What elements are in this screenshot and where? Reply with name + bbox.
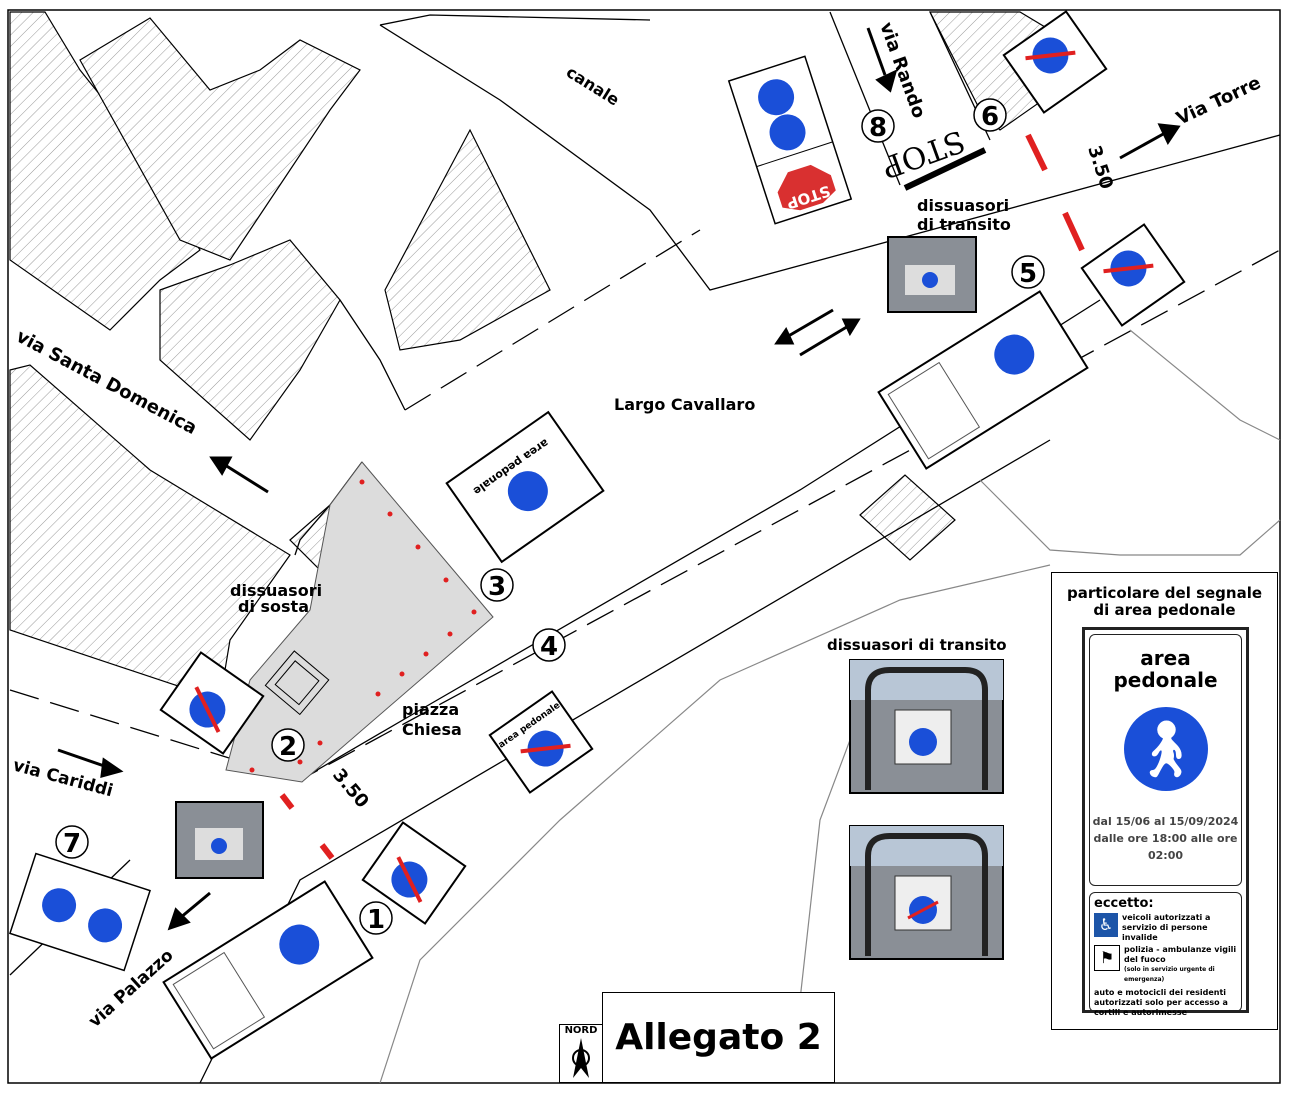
- detail-panel: particolare del segnale di area pedonale…: [1051, 572, 1278, 1030]
- marker-3: 3: [480, 568, 514, 602]
- label-dissuasori-transito-2: di transito: [917, 215, 1011, 234]
- barriers: [279, 133, 1085, 860]
- marker-2: 2: [271, 728, 305, 762]
- canal-lines: [379, 329, 1281, 1084]
- sign-end-area-2: [159, 651, 265, 755]
- sign-area-pedonale-1: [162, 880, 374, 1060]
- sign-dates: dal 15/06 al 15/09/2024 dalle ore 18:00 …: [1092, 815, 1239, 862]
- sign-title: area pedonale: [1113, 646, 1218, 692]
- label-dissuasori-transito-1: dissuasori: [917, 196, 1009, 215]
- photo-barrier-area-pedonale: [849, 659, 1004, 794]
- pedestrian-icon: 🚶︎: [1123, 707, 1208, 791]
- sign-direction-stop-8: STOP: [727, 55, 853, 225]
- allegato-title: Allegato 2: [602, 992, 835, 1083]
- fountain: [264, 650, 330, 716]
- sign-direction-7: [9, 852, 151, 972]
- svg-text:5: 5: [1019, 259, 1037, 289]
- label-dissuasori-sosta-1: dissuasori: [230, 581, 322, 600]
- svg-text:1: 1: [367, 905, 385, 935]
- sign-exceptions: eccetto: ♿veicoli autorizzati a servizio…: [1089, 892, 1242, 1017]
- area-pedonale-sign-detail: area pedonale 🚶︎ dal 15/06 al 15/09/2024…: [1082, 627, 1249, 1017]
- sign-end-area-6: [1002, 10, 1108, 114]
- svg-text:7: 7: [63, 829, 81, 859]
- marker-8: 8: [861, 109, 895, 143]
- numbered-markers: 1 2 3 4 5 6 7 8: [55, 98, 1045, 935]
- buildings: [9, 11, 1102, 701]
- wheelchair-icon: ♿: [1094, 913, 1118, 937]
- label-dissuasori-photos: dissuasori di transito: [827, 636, 1007, 654]
- svg-text:2: 2: [279, 732, 297, 762]
- sign-end-area-5: [1080, 223, 1186, 327]
- marker-4: 4: [532, 628, 566, 662]
- emergency-icon: ⚑: [1094, 945, 1120, 971]
- svg-text:8: 8: [869, 113, 887, 143]
- photo-barrier-left: [175, 801, 264, 879]
- stop-line: [903, 147, 987, 191]
- sign-end-area-1: [361, 821, 467, 925]
- label-dissuasori-sosta-2: di sosta: [238, 597, 309, 616]
- bollards: [249, 479, 477, 773]
- label-largo-cavallaro: Largo Cavallaro: [614, 395, 755, 414]
- photo-barrier-top: [887, 236, 977, 313]
- marker-6: 6: [973, 98, 1007, 132]
- direction-arrows: [57, 27, 1181, 931]
- detail-panel-title: particolare del segnale di area pedonale: [1066, 584, 1263, 619]
- svg-text:4: 4: [540, 632, 558, 662]
- sign-end-area-4: area pedonale: [488, 690, 594, 794]
- north-indicator: NORD: [559, 1024, 603, 1083]
- marker-7: 7: [55, 825, 89, 859]
- north-arrow-icon: [572, 1038, 590, 1078]
- marker-5: 5: [1011, 255, 1045, 289]
- photo-barrier-fine-area: [849, 825, 1004, 960]
- label-chiesa: Chiesa: [402, 720, 462, 739]
- svg-text:6: 6: [981, 102, 999, 132]
- sign-area-pedonale-5: [877, 290, 1089, 470]
- marker-1: 1: [359, 901, 393, 935]
- label-piazza: piazza: [402, 700, 459, 719]
- svg-text:3: 3: [488, 572, 506, 602]
